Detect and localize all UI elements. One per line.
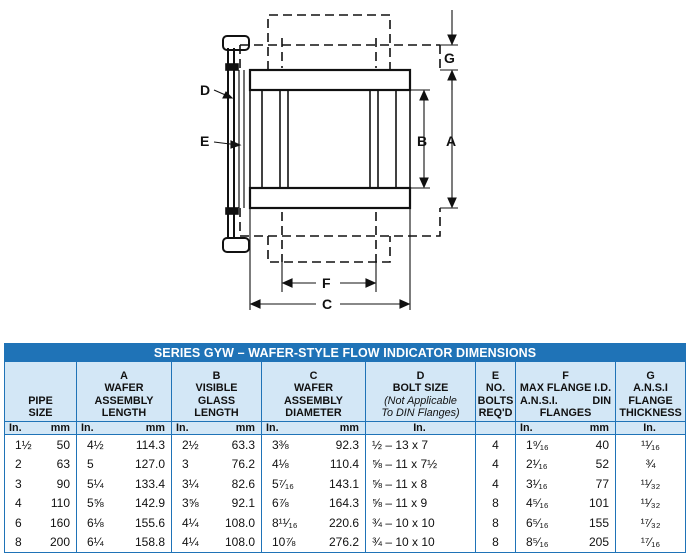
header-f: F MAX FLANGE I.D. A.N.S.I.DIN FLANGES In… [515, 361, 616, 435]
header-pipe-size: PIPE SIZE In.mm [4, 361, 77, 435]
header-g: G A.N.S.I FLANGE THICKNESS In. [614, 361, 687, 435]
table-header-row: PIPE SIZE In.mm A WAFER ASSEMBLY LENGTH … [4, 361, 687, 435]
header-e: E NO. BOLTS REQ'D [475, 361, 516, 435]
table-title: SERIES GYW – WAFER-STYLE FLOW INDICATOR … [3, 343, 687, 362]
header-a: A WAFER ASSEMBLY LENGTH In.mm [76, 361, 172, 435]
glass-section [249, 89, 411, 189]
cell-d: ⅝ – 11 x 7½ [365, 454, 476, 474]
cell-e: 8 [475, 493, 516, 513]
cell-g: ¹⁷⁄₃₂ [614, 513, 687, 533]
cell-d: ⅝ – 11 x 9 [365, 493, 476, 513]
label-a: A [446, 133, 456, 149]
bottom-pipe-outline [267, 236, 391, 263]
top-pipe-outline [267, 14, 391, 70]
cell-g: ¹⁷⁄₁₆ [614, 532, 687, 553]
cell-e: 8 [475, 532, 516, 553]
bottom-nut [222, 237, 250, 253]
label-c: C [322, 296, 332, 312]
label-f: F [322, 275, 331, 291]
label-g: G [444, 50, 455, 66]
label-b: B [417, 133, 427, 149]
top-nut [222, 35, 250, 51]
cell-e: 8 [475, 513, 516, 533]
cell-g: ¹¹⁄₃₂ [614, 474, 687, 494]
header-c: C WAFER ASSEMBLY DIAMETER In.mm [261, 361, 366, 435]
cell-d: ⅝ – 11 x 8 [365, 474, 476, 494]
cell-e: 4 [475, 434, 516, 455]
dimension-drawing: G A B D E F C [200, 10, 458, 312]
cell-d: ¾ – 10 x 10 [365, 532, 476, 553]
cell-g: ¹¹⁄₁₆ [614, 434, 687, 455]
header-d: D BOLT SIZE (Not Applicable To DIN Flang… [365, 361, 476, 435]
cell-g: ¹¹⁄₃₂ [614, 493, 687, 513]
label-d: D [200, 82, 210, 98]
bottom-flange-outline [239, 208, 441, 237]
header-b: B VISIBLE GLASS LENGTH In.mm [171, 361, 262, 435]
cell-e: 4 [475, 454, 516, 474]
dimensions-table: SERIES GYW – WAFER-STYLE FLOW INDICATOR … [3, 343, 687, 553]
label-e: E [200, 133, 209, 149]
top-flange-outline [239, 44, 441, 70]
cell-e: 4 [475, 474, 516, 494]
cell-g: ¾ [614, 454, 687, 474]
cell-d: ¾ – 10 x 10 [365, 513, 476, 533]
top-inner-pipe [281, 38, 377, 68]
bottom-wafer-plate [248, 186, 412, 210]
cell-d: ½ – 13 x 7 [365, 434, 476, 455]
top-wafer-plate [248, 68, 412, 92]
